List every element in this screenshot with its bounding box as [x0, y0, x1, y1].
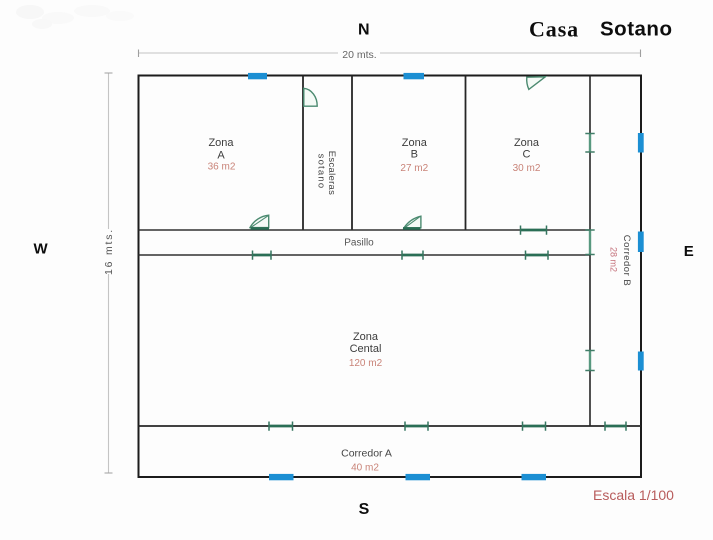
svg-text:B: B [411, 148, 418, 160]
svg-text:Cental: Cental [350, 343, 382, 355]
svg-text:16 mts.: 16 mts. [103, 228, 115, 275]
svg-text:Corredor A: Corredor A [341, 448, 392, 460]
svg-text:Zona: Zona [353, 331, 379, 343]
svg-text:Zona: Zona [514, 137, 540, 149]
svg-text:Sotano: Sotano [600, 18, 672, 41]
svg-text:A: A [217, 150, 225, 162]
svg-text:Pasillo: Pasillo [344, 238, 374, 249]
svg-text:Escala 1/100: Escala 1/100 [593, 487, 674, 503]
svg-text:S: S [359, 501, 370, 518]
svg-text:28 m2: 28 m2 [609, 247, 619, 272]
svg-text:Zona: Zona [208, 137, 234, 149]
svg-text:27 m2: 27 m2 [400, 163, 428, 174]
svg-text:36 m2: 36 m2 [208, 162, 236, 173]
svg-text:Zona: Zona [402, 137, 428, 149]
svg-text:W: W [34, 241, 49, 258]
svg-text:N: N [358, 21, 370, 38]
svg-text:40 m2: 40 m2 [351, 463, 379, 474]
svg-text:Casa: Casa [529, 17, 579, 42]
svg-text:C: C [523, 148, 531, 160]
svg-text:E: E [684, 243, 694, 260]
svg-text:sotano: sotano [316, 154, 327, 190]
svg-text:Corredor B: Corredor B [621, 235, 632, 286]
svg-text:20 mts.: 20 mts. [342, 49, 376, 61]
svg-text:30 m2: 30 m2 [513, 163, 541, 174]
svg-text:120 m2: 120 m2 [349, 358, 383, 369]
svg-text:Escaleras: Escaleras [326, 151, 337, 195]
